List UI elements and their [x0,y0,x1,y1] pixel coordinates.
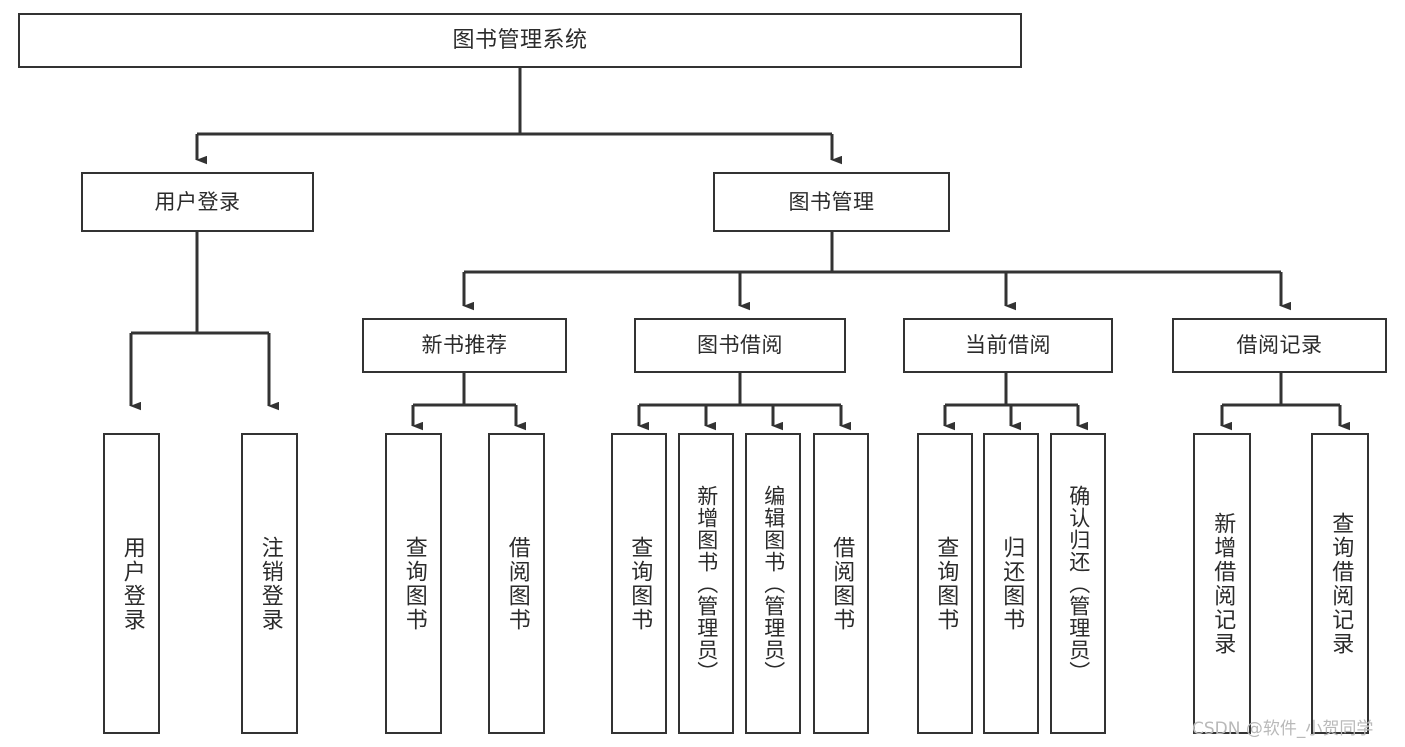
node-leaf-borrow-book[interactable]: 借阅图书 [813,433,869,734]
node-leaf-return-book-label: 归还图书 [999,535,1025,632]
node-leaf-confirm-return-admin-label: 确认归还（管理员） [1066,484,1091,683]
node-user-login[interactable]: 用户登录 [81,172,314,232]
node-leaf-confirm-return-admin[interactable]: 确认归还（管理员） [1050,433,1106,734]
node-leaf-edit-book-admin-label: 编辑图书（管理员） [761,484,786,683]
node-leaf-logout[interactable]: 注销登录 [241,433,298,734]
node-user-login-label: 用户登录 [154,189,241,214]
node-book-borrow[interactable]: 图书借阅 [634,318,846,373]
node-leaf-return-book[interactable]: 归还图书 [983,433,1039,734]
node-new-book-recommend-label: 新书推荐 [421,333,508,358]
node-book-management-label: 图书管理 [788,189,875,214]
node-leaf-borrow-book-newbook[interactable]: 借阅图书 [488,433,545,734]
node-leaf-logout-label: 注销登录 [257,535,283,632]
node-leaf-add-book-admin-label: 新增图书（管理员） [694,484,719,683]
node-leaf-query-book-current-label: 查询图书 [933,535,959,632]
node-leaf-add-borrow-record-label: 新增借阅记录 [1210,511,1236,656]
node-leaf-query-book-newbook[interactable]: 查询图书 [385,433,442,734]
csdn-watermark: CSDN @软件_小贺同学 [1192,719,1374,739]
node-current-borrow[interactable]: 当前借阅 [903,318,1113,373]
node-leaf-query-book-borrow[interactable]: 查询图书 [611,433,667,734]
node-leaf-query-borrow-record[interactable]: 查询借阅记录 [1311,433,1369,734]
node-leaf-user-login[interactable]: 用户登录 [103,433,160,734]
node-leaf-query-book-current[interactable]: 查询图书 [917,433,973,734]
node-leaf-edit-book-admin[interactable]: 编辑图书（管理员） [745,433,801,734]
node-leaf-query-book-borrow-label: 查询图书 [627,535,653,632]
node-leaf-query-borrow-record-label: 查询借阅记录 [1328,511,1354,656]
node-leaf-user-login-label: 用户登录 [119,535,145,632]
node-borrow-record[interactable]: 借阅记录 [1172,318,1387,373]
node-leaf-borrow-book-label: 借阅图书 [829,535,855,632]
node-borrow-record-label: 借阅记录 [1236,333,1323,358]
node-current-borrow-label: 当前借阅 [965,333,1051,358]
node-root-label: 图书管理系统 [452,27,588,53]
node-leaf-borrow-book-newbook-label: 借阅图书 [504,535,530,632]
node-new-book-recommend[interactable]: 新书推荐 [362,318,567,373]
node-leaf-add-book-admin[interactable]: 新增图书（管理员） [678,433,734,734]
node-book-management[interactable]: 图书管理 [713,172,950,232]
node-root[interactable]: 图书管理系统 [18,13,1022,68]
node-leaf-query-book-newbook-label: 查询图书 [401,535,427,632]
node-leaf-add-borrow-record[interactable]: 新增借阅记录 [1193,433,1251,734]
node-book-borrow-label: 图书借阅 [697,333,783,358]
